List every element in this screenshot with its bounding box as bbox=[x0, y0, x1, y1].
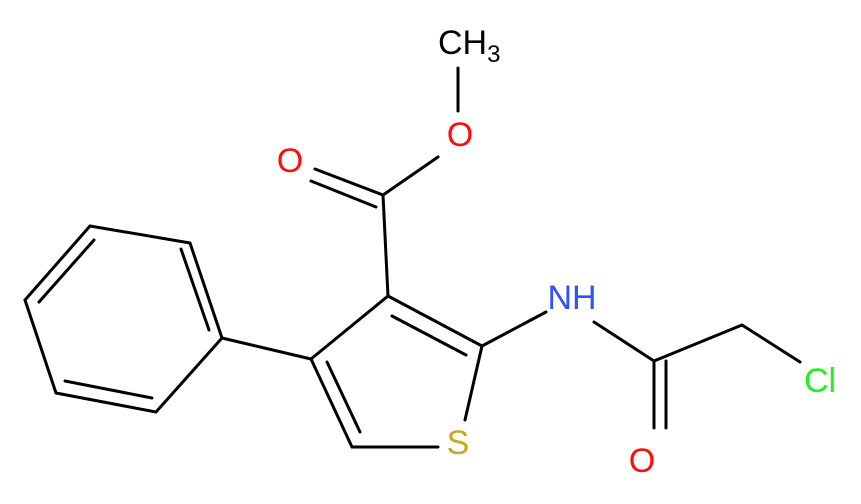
methyl-text: CH bbox=[438, 24, 487, 62]
bond-phenyl-1-inner bbox=[179, 247, 211, 332]
bond-ring-c5-c4 bbox=[309, 357, 354, 449]
bond-phenyl-1 bbox=[188, 241, 224, 340]
bond-carbonyl-double-2 bbox=[309, 179, 378, 209]
bond-phenyl-5-inner bbox=[63, 379, 154, 400]
bond-ester-oxygen-carbon bbox=[381, 155, 440, 197]
bond-ch2-to-cl bbox=[740, 323, 802, 364]
bond-phenyl-3-inner bbox=[37, 238, 96, 304]
bond-ring-to-phenyl bbox=[220, 336, 313, 361]
bond-phenyl-4 bbox=[23, 298, 58, 395]
amide-oxygen-label: O bbox=[629, 442, 655, 480]
bond-nh-to-amide bbox=[592, 320, 656, 363]
ester-oxygen-label: O bbox=[447, 116, 473, 154]
bond-carbonyl-double-1 bbox=[313, 167, 385, 197]
bond-phenyl-6 bbox=[154, 336, 224, 414]
carbonyl-oxygen-label: O bbox=[277, 142, 303, 180]
chlorine-label: Cl bbox=[804, 362, 836, 400]
bond-ring-c4-c3 bbox=[309, 294, 390, 361]
bond-amide-to-ch2 bbox=[652, 323, 744, 363]
bond-ring-c2-s bbox=[463, 344, 484, 422]
bonds bbox=[23, 66, 802, 449]
bond-ring-c3-c2-inner bbox=[390, 314, 468, 357]
bond-ring-to-nh bbox=[480, 310, 548, 348]
bond-ring-c5-c4-inner bbox=[325, 360, 362, 434]
amine-nh-label: NH bbox=[547, 279, 596, 317]
sulfur-label: S bbox=[447, 424, 470, 462]
methyl-subscript: 3 bbox=[487, 41, 500, 68]
bond-phenyl-3 bbox=[23, 224, 92, 302]
bond-ester-to-ring bbox=[381, 193, 390, 298]
bond-ring-c3-c2 bbox=[386, 294, 484, 348]
methyl-label: CH3 bbox=[438, 24, 500, 68]
atom-labels: CH3 O O NH O Cl S bbox=[277, 24, 836, 480]
bond-phenyl-2 bbox=[88, 224, 192, 245]
bond-phenyl-5 bbox=[54, 391, 158, 414]
